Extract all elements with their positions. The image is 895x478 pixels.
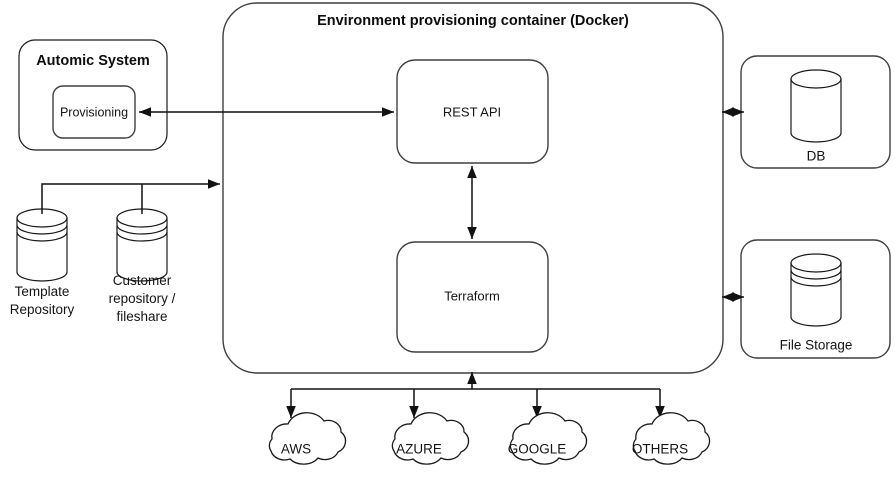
file-storage-label: File Storage <box>780 338 853 353</box>
cloud-azure-label: AZURE <box>396 442 442 457</box>
connection-repositories-container <box>41 179 220 214</box>
customer-repository[interactable]: Customer repository / fileshare <box>109 208 176 324</box>
container-title: Environment provisioning container (Dock… <box>317 13 629 29</box>
database-cylinder-icon <box>790 69 842 143</box>
database-cylinder-icon <box>16 208 68 282</box>
template-repository[interactable]: Template Repository <box>10 208 75 317</box>
file-storage-cylinder-icon <box>790 253 842 327</box>
terraform-outline <box>396 241 549 353</box>
rest-api-outline <box>396 59 549 164</box>
connection-container-clouds <box>286 372 665 418</box>
provisioning-box[interactable]: Provisioning <box>52 85 136 139</box>
customer-repository-label-line1: Customer <box>113 273 172 288</box>
cloud-aws[interactable]: AWS <box>268 412 347 465</box>
cloud-others-label: OTHERS <box>632 442 688 457</box>
customer-repository-label-line2: repository / <box>109 291 176 306</box>
terraform-label: Terraform <box>444 288 500 303</box>
provisioning-label: Provisioning <box>60 105 128 119</box>
template-repository-label-line1: Template <box>15 284 70 299</box>
cloud-others[interactable]: OTHERS <box>632 412 711 465</box>
automic-system-title: Automic System <box>36 53 150 69</box>
db-label: DB <box>807 149 826 164</box>
provisioning-outline <box>52 85 136 139</box>
rest-api-box[interactable]: REST API <box>396 59 549 164</box>
cloud-azure[interactable]: AZURE <box>391 412 470 465</box>
file-storage-box[interactable]: File Storage <box>740 239 891 359</box>
customer-repository-label-line3: fileshare <box>116 309 167 324</box>
db-box[interactable]: DB <box>740 55 891 169</box>
cloud-google[interactable]: GOOGLE <box>508 412 588 465</box>
rest-api-label: REST API <box>443 104 501 119</box>
automic-system-box[interactable]: Automic System Provisioning <box>18 39 168 151</box>
database-cylinder-icon <box>116 208 168 282</box>
template-repository-label-line2: Repository <box>10 302 75 317</box>
cloud-aws-label: AWS <box>281 442 311 457</box>
cloud-google-label: GOOGLE <box>508 442 567 457</box>
terraform-box[interactable]: Terraform <box>396 241 549 353</box>
